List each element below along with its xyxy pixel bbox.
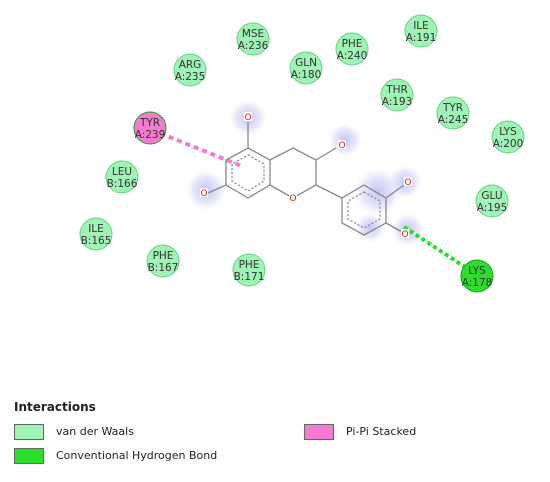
legend-label: Pi-Pi Stacked — [346, 425, 417, 438]
residue-tyr-a245[interactable]: TYR A:245 — [436, 96, 470, 130]
residue-disc — [335, 32, 369, 66]
residue-phe-a240[interactable]: PHE A:240 — [335, 32, 369, 66]
residue-disc — [475, 184, 509, 218]
solvent-accessibility-halos — [184, 98, 426, 248]
residue-chain-number: A:245 — [438, 114, 469, 126]
legend-swatch — [304, 424, 334, 440]
residue-name: ILE — [413, 20, 429, 32]
residue-tyr-a239[interactable]: TYR A:239 — [133, 111, 167, 145]
residue-disc — [491, 120, 525, 154]
residue-name: GLN — [295, 57, 317, 69]
residue-chain-number: A:235 — [175, 71, 206, 83]
interaction-lines — [151, 128, 476, 275]
residue-disc — [380, 78, 414, 112]
residue-name: LYS — [468, 265, 486, 277]
pyran-ring — [269, 147, 317, 199]
legend-item-hydrogen-bond: Conventional Hydrogen Bond — [14, 448, 274, 466]
residue-disc — [105, 160, 139, 194]
residue-name: GLU — [481, 190, 502, 202]
residue-name: THR — [385, 84, 408, 96]
residue-arg-a235[interactable]: ARG A:235 — [173, 53, 207, 87]
residue-disc — [146, 244, 180, 278]
residue-disc — [173, 53, 207, 87]
ligand-structure — [207, 122, 405, 236]
residue-chain-number: A:240 — [337, 50, 368, 62]
residue-disc — [460, 259, 494, 293]
ring-oxygen-atom: O — [289, 194, 296, 204]
residue-phe-b167[interactable]: PHE B:167 — [146, 244, 180, 278]
oxygen-atom: O — [338, 141, 345, 151]
residue-name: TYR — [442, 102, 463, 114]
residue-ile-a191[interactable]: ILE A:191 — [404, 14, 438, 48]
residue-disc — [436, 96, 470, 130]
residue-disc — [236, 22, 270, 56]
residues: MSE A:236 ILE A:191 PHE A:240 ARG A:235 … — [79, 14, 525, 293]
legend-item-van-der-waals: van der Waals — [14, 424, 254, 442]
residue-name: LYS — [499, 126, 517, 138]
oxygen-atoms: O O O O O O — [200, 112, 412, 240]
residue-chain-number: A:191 — [406, 32, 437, 44]
oxygen-atom: O — [200, 189, 207, 199]
residue-leu-b166[interactable]: LEU B:166 — [105, 160, 139, 194]
legend-title: Interactions — [14, 400, 96, 414]
residue-phe-b171[interactable]: PHE B:171 — [232, 253, 266, 287]
residue-chain-number: A:195 — [477, 202, 508, 214]
residue-name: TYR — [139, 117, 160, 129]
oxygen-atom: O — [244, 113, 251, 123]
residue-disc — [79, 217, 113, 251]
interaction-diagram: O O O O O O MSE A:236 ILE A:191 PHE A:24… — [79, 14, 525, 293]
legend-swatch — [14, 424, 44, 440]
oh-bond — [385, 184, 405, 199]
residue-chain-number: B:167 — [148, 262, 179, 274]
residue-glu-a195[interactable]: GLU A:195 — [475, 184, 509, 218]
residue-lys-a178[interactable]: LYS A:178 — [460, 259, 494, 293]
legend-label: Conventional Hydrogen Bond — [56, 449, 218, 462]
aromatic-ring-a-inner — [231, 154, 265, 192]
residue-name: PHE — [153, 250, 174, 262]
oxygen-atom: O — [401, 230, 408, 240]
residue-name: ILE — [88, 223, 104, 235]
legend-label: van der Waals — [56, 425, 134, 438]
residue-chain-number: A:180 — [291, 69, 322, 81]
residue-chain-number: A:178 — [462, 277, 493, 289]
residue-name: LEU — [112, 166, 132, 178]
residue-name: PHE — [342, 38, 363, 50]
residue-chain-number: B:171 — [234, 271, 265, 283]
residue-disc — [232, 253, 266, 287]
halo — [354, 212, 386, 244]
residue-name: MSE — [242, 28, 264, 40]
residue-ile-b165[interactable]: ILE B:165 — [79, 217, 113, 251]
oh-bond — [207, 184, 227, 194]
residue-chain-number: B:166 — [107, 178, 138, 190]
residue-lys-a200[interactable]: LYS A:200 — [491, 120, 525, 154]
residue-thr-a193[interactable]: THR A:193 — [380, 78, 414, 112]
interactions-legend: Interactions van der Waals Conventional … — [14, 400, 534, 478]
residue-disc — [133, 111, 167, 145]
residue-name: ARG — [179, 59, 202, 71]
residue-disc — [289, 51, 323, 85]
residue-mse-a236[interactable]: MSE A:236 — [236, 22, 270, 56]
residue-chain-number: B:165 — [81, 235, 112, 247]
residue-chain-number: A:236 — [238, 40, 269, 52]
residue-chain-number: A:193 — [382, 96, 413, 108]
oh-bond — [385, 222, 403, 233]
residue-chain-number: A:200 — [493, 138, 524, 150]
pi-pi-stacked-line — [151, 128, 245, 169]
ring-link-bond — [315, 184, 343, 199]
oxygen-atom: O — [404, 178, 411, 188]
residue-disc — [404, 14, 438, 48]
legend-item-pi-pi-stacked: Pi-Pi Stacked — [304, 424, 504, 442]
residue-gln-a180[interactable]: GLN A:180 — [289, 51, 323, 85]
residue-name: PHE — [239, 259, 260, 271]
legend-swatch — [14, 448, 44, 464]
residue-chain-number: A:239 — [135, 129, 166, 141]
oh-bond — [315, 147, 337, 161]
